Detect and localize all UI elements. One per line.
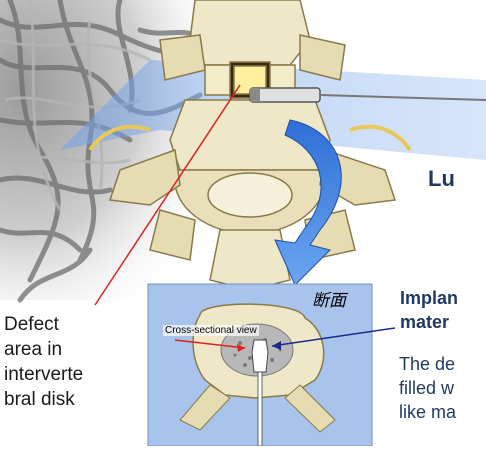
- implant-desc-line-3: like ma: [399, 400, 456, 424]
- implant-desc-line-2: filled w: [399, 376, 456, 400]
- cross-sectional-view-label: Cross-sectional view: [163, 325, 259, 336]
- defect-label-line-1: Defect: [4, 312, 124, 337]
- implant-description: The de filled w like ma: [399, 352, 456, 424]
- cross-section-inset: [148, 284, 395, 446]
- implant-material-title: Implan mater: [400, 286, 458, 334]
- lumbar-label: Lu: [428, 166, 455, 192]
- defect-area-label: Defect area in interverte bral disk: [4, 312, 124, 412]
- inset-caption: 断面: [312, 286, 346, 311]
- implant-title-line-2: mater: [400, 310, 458, 334]
- defect-label-line-4: bral disk: [4, 387, 124, 412]
- defect-label-line-3: interverte: [4, 362, 124, 387]
- implant-title-line-1: Implan: [400, 286, 458, 310]
- implant-desc-line-1: The de: [399, 352, 456, 376]
- defect-label-line-2: area in: [4, 337, 124, 362]
